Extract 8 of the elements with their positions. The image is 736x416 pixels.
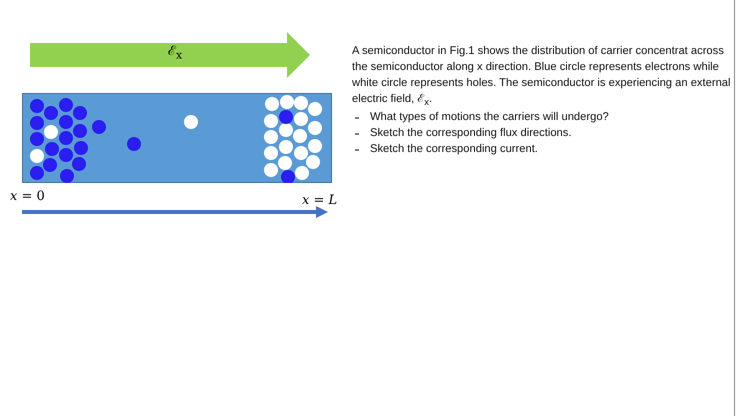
field-symbol: ℰ$_{x}$ <box>168 44 182 64</box>
position-label: x = 0 <box>10 189 45 204</box>
question-item: Sketch the corresponding current. <box>370 142 539 157</box>
problem-text: A semiconductor in Fig.1 shows the distribution of carrier concentrat across the semiconductor along x direction. Blue circle represents electrons while white circle represents holes. The semiconductor is experiencing an external electric field, ℰ$_{x}$. <box>352 44 732 110</box>
question-item: What types of motions the carriers will undergo? <box>370 110 610 125</box>
field-arrow <box>30 32 310 78</box>
question-item: Sketch the corresponding flux directions. <box>370 126 572 141</box>
position-label: x = L <box>302 193 338 208</box>
